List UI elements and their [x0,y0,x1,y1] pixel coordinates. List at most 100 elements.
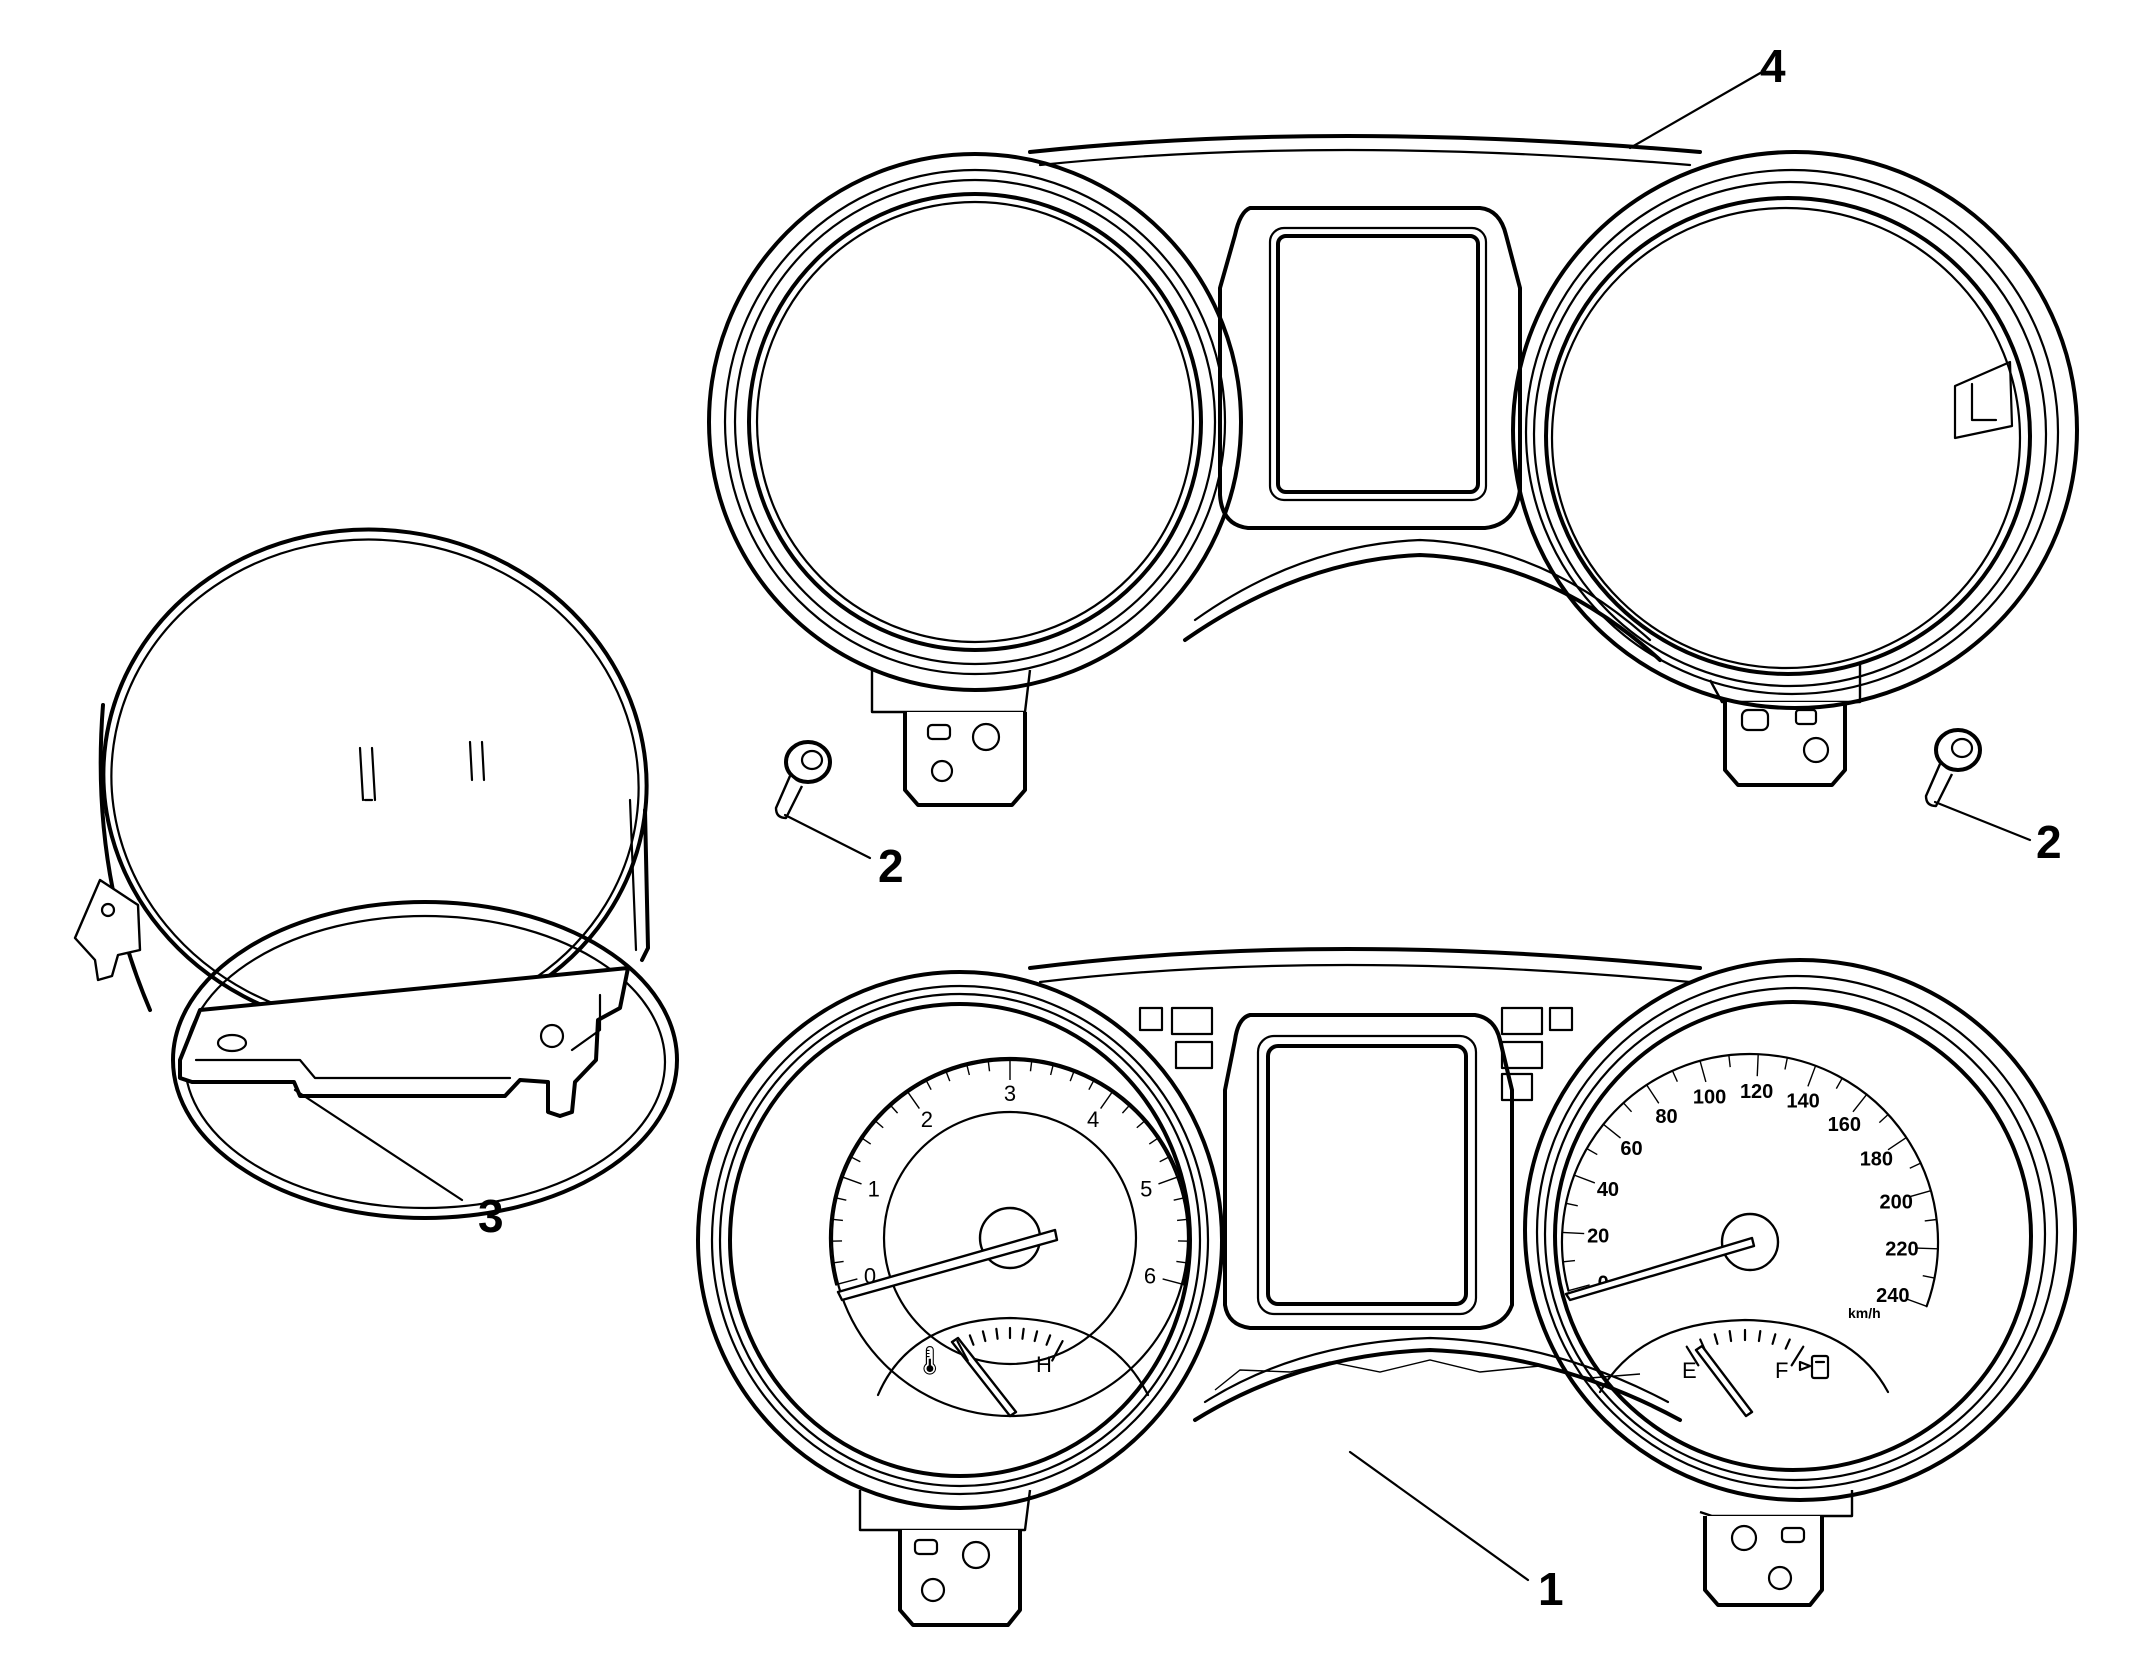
tachometer-tick [944,1069,951,1082]
callout-screw-right: 2 [2036,816,2062,868]
speedometer-tick-label: 240 [1876,1285,1909,1307]
speedometer: 020406080100120140160180200220240 km/h E… [1523,958,2077,1502]
temperature-tick [1051,1340,1064,1362]
fuel-tick [1699,1338,1706,1350]
speedometer-tick-label: 80 [1655,1106,1677,1128]
speedometer-tick [1646,1084,1660,1104]
fuel-tick [1784,1338,1791,1350]
tachometer-tick [840,1175,862,1185]
speedometer-tick-label: 100 [1693,1086,1726,1108]
callout-lens: 4 [1760,40,1786,92]
speedometer-tick [1807,1065,1817,1087]
speedometer-tick [1915,1247,1938,1250]
tachometer-tick [1148,1136,1160,1145]
speedometer-tick-label: 160 [1828,1114,1861,1136]
fuel-full-label: F [1775,1358,1788,1383]
coolant-temperature-icon: 🌡 [912,1344,948,1377]
tachometer-tick [889,1103,899,1114]
speedometer-tick-label: 60 [1620,1138,1642,1160]
speedometer-tick [1905,1298,1927,1307]
tachometer-tick [1136,1119,1147,1129]
fuel-tick [1713,1333,1719,1345]
speedometer-tick [1887,1136,1907,1151]
speedometer-tick [1568,1284,1590,1292]
speedometer-tick [1671,1070,1679,1082]
callout-cluster: 1 [1538,1563,1564,1615]
speedometer-tick [1574,1174,1596,1184]
fuel-needle [1694,1344,1754,1418]
tachometer-tick [987,1059,991,1072]
speedometer-tick [1699,1060,1707,1083]
speedometer-tick [1878,1113,1889,1124]
speedometer-tick [1562,1231,1585,1235]
speedometer-tick [1562,1259,1576,1263]
tachometer-tick-label: 6 [1144,1264,1156,1289]
temperature-tick [956,1340,969,1362]
tachometer-tick [924,1078,932,1090]
speedometer-tick [1924,1218,1937,1222]
fuel-tick [1728,1329,1733,1343]
tachometer-tick [834,1196,847,1201]
tachometer-tick [860,1136,872,1145]
speedometer-tick-label: 180 [1860,1149,1893,1171]
speedometer-ticks [1560,1052,1940,1308]
leader-lines [293,70,2032,1582]
speedometer-tick-label: 220 [1885,1239,1918,1261]
fuel-tick [1757,1329,1762,1343]
speedometer-tick [1835,1077,1843,1089]
fuel-empty-label: E [1682,1358,1697,1383]
speedometer-tick-label: 200 [1880,1192,1913,1214]
tachometer-tick [1162,1278,1185,1286]
temperature-tick [1033,1330,1039,1343]
tachometer-tick [1049,1063,1055,1076]
speedometer-tick [1565,1202,1578,1207]
speedometer-tick [1922,1275,1935,1279]
speed-unit-label: km/h [1848,1305,1881,1321]
tachometer-tick [1158,1175,1180,1185]
tachometer-tick [1069,1069,1076,1082]
temperature-tick [968,1334,975,1346]
fuel-gauge: E F [1598,1318,1890,1418]
tachometer-tick [849,1155,861,1163]
callout-hood: 3 [478,1190,504,1242]
tachometer-tick [831,1260,844,1264]
speedometer-tick [1602,1123,1621,1139]
speedometer-tick [1728,1055,1731,1068]
temperature-needle [950,1336,1018,1418]
temp-hot-label: H [1036,1352,1052,1377]
tachometer-tick [1029,1059,1033,1072]
tachometer-tick [835,1278,858,1286]
temperature-tick [995,1327,999,1340]
speedometer-tick [1909,1190,1932,1198]
tachometer-tick [1176,1260,1189,1264]
tachometer-scale-arc [828,1056,1192,1286]
speedometer-tick-label: 120 [1740,1081,1773,1103]
temperature-gauge: 🌡 H [876,1316,1150,1418]
temperature-tick [981,1330,987,1343]
tachometer-tick [906,1090,920,1109]
tachometer-tick [830,1218,843,1222]
speedometer-tick [1784,1057,1789,1070]
tachometer-tick [965,1063,971,1076]
temperature-tick [1021,1327,1025,1340]
speedometer-tick-label: 140 [1786,1091,1819,1113]
fuel-tick [1771,1333,1777,1345]
tachometer-tick-label: 4 [1087,1107,1099,1132]
tachometer-tick-label: 1 [868,1176,880,1201]
tachometer-tick [1121,1103,1131,1114]
tachometer-tick-label: 2 [921,1107,933,1132]
tachometer-tick [1173,1196,1186,1201]
tachometer-tick [1088,1078,1096,1090]
screw-left [774,740,832,820]
fuel-tick [1790,1345,1805,1367]
fuel-tick [1685,1345,1700,1367]
tachometer-tick [1159,1155,1171,1163]
cluster-lens [707,134,2079,807]
screw-right [1924,728,1982,808]
tachometer-tick [873,1119,884,1129]
cluster-hood [73,527,679,1220]
tachometer-ticks [828,1056,1192,1286]
